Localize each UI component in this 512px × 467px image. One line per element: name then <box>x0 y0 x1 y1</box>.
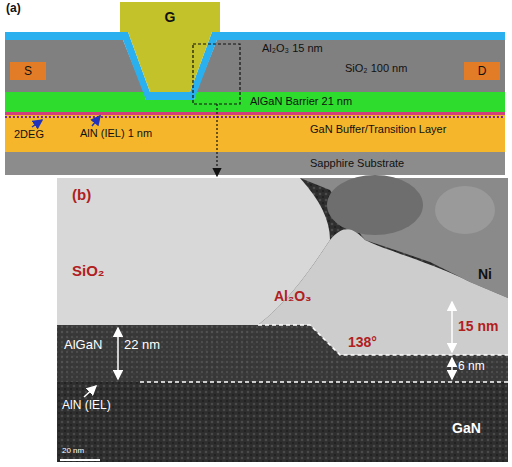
aln-layer <box>5 112 505 115</box>
layer-label: AlGaN Barrier 21 nm <box>250 95 352 108</box>
layer-band: AlGaN Barrier 21 nm <box>5 92 505 112</box>
ni-grain <box>327 175 423 235</box>
layer-label: D <box>478 65 487 78</box>
layer-label: S <box>24 65 32 78</box>
annotation-label: AlGaN <box>64 338 102 353</box>
source-contact <box>10 62 46 80</box>
annotation-label: 22 nm <box>124 338 160 353</box>
annotation-label: 138° <box>348 334 377 350</box>
tem-image <box>57 178 508 462</box>
algan-layer <box>5 92 505 112</box>
dimension-arrow <box>117 328 119 379</box>
layer-band: D <box>464 62 500 80</box>
layer-band: S <box>10 62 46 80</box>
annotation-label: GaN <box>452 420 481 436</box>
annotation-label: AlN (IEL) <box>62 399 111 413</box>
annotation-label: 15 nm <box>458 318 498 334</box>
sapphire-layer <box>5 152 505 175</box>
sio2-left <box>5 40 144 92</box>
scale-bar <box>60 459 100 461</box>
layer-label: SiO₂ 100 nm <box>345 62 407 75</box>
annotation-label: 6 nm <box>458 360 485 374</box>
layer-label: GaN Buffer/Transition Layer <box>310 123 446 136</box>
annotation-label: SiO₂ <box>72 262 105 279</box>
dimension-arrow <box>451 302 453 352</box>
aln-interface-line <box>140 381 508 383</box>
layer-band: SiO₂ 100 nm <box>5 40 505 92</box>
annotation-label: 20 nm <box>62 446 84 455</box>
sio2-region <box>57 178 330 325</box>
layer-label: Sapphire Substrate <box>310 157 404 170</box>
2deg-leader <box>32 120 42 127</box>
layer-band: Sapphire Substrate <box>5 152 505 175</box>
annotation-label: (a) <box>6 2 21 16</box>
sio2-right <box>196 40 505 92</box>
gan-layer <box>5 115 505 152</box>
dimension-arrow <box>451 358 453 379</box>
annotation-label: AlN (IEL) 1 nm <box>80 127 152 140</box>
al2o3-layer <box>5 32 505 100</box>
annotation-label: 2DEG <box>14 128 44 141</box>
layer-label: G <box>165 11 176 24</box>
layer-band: G <box>120 2 220 32</box>
zoom-box <box>193 44 240 104</box>
zoom-arrow <box>216 104 217 176</box>
annotation-label: (b) <box>72 186 91 203</box>
2deg-line <box>5 116 505 118</box>
ni-grain <box>435 186 495 234</box>
annotation-label: Ni <box>478 266 492 282</box>
annotation-label: Al₂O₃ <box>274 288 312 304</box>
aln-leader <box>92 116 100 126</box>
aln-leader <box>84 386 96 397</box>
drain-contact <box>464 62 500 80</box>
annotation-label: Al₂O₃ 15 nm <box>262 42 323 55</box>
gate-metal <box>120 2 220 92</box>
